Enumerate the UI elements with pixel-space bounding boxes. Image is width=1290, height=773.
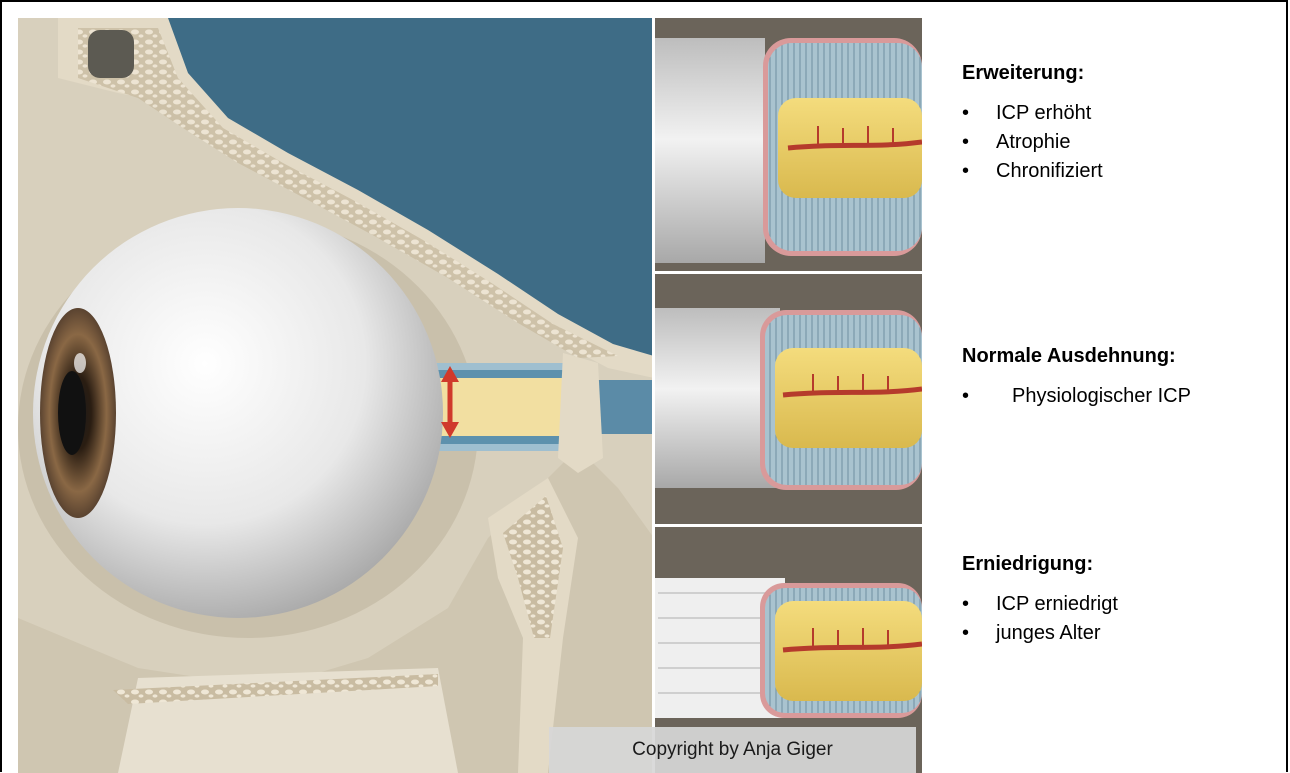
list-item: Atrophie: [962, 128, 1103, 157]
section-enlarged: Erweiterung: ICP erhöht Atrophie Chronif…: [962, 62, 1103, 186]
section-reduced: Erniedrigung: ICP erniedrigt junges Alte…: [962, 553, 1118, 648]
section-title: Normale Ausdehnung:: [962, 345, 1191, 368]
orbit-illustration: [18, 18, 654, 773]
section-list: ICP erhöht Atrophie Chronifiziert: [962, 99, 1103, 186]
nerve-panel-enlarged: [655, 18, 922, 271]
list-item: Chronifiziert: [962, 157, 1103, 186]
section-title: Erniedrigung:: [962, 553, 1118, 576]
section-title: Erweiterung:: [962, 62, 1103, 85]
list-item: ICP erhöht: [962, 99, 1103, 128]
copyright-label: Copyright by Anja Giger: [549, 727, 916, 773]
nerve-panel-normal: [655, 274, 922, 524]
section-normal: Normale Ausdehnung: Physiologischer ICP: [962, 345, 1191, 411]
section-list: Physiologischer ICP: [962, 382, 1191, 411]
list-item: Physiologischer ICP: [962, 382, 1191, 411]
list-item: junges Alter: [962, 619, 1118, 648]
list-item: ICP erniedrigt: [962, 590, 1118, 619]
anatomy-illustration: [18, 18, 922, 773]
section-list: ICP erniedrigt junges Alter: [962, 590, 1118, 648]
